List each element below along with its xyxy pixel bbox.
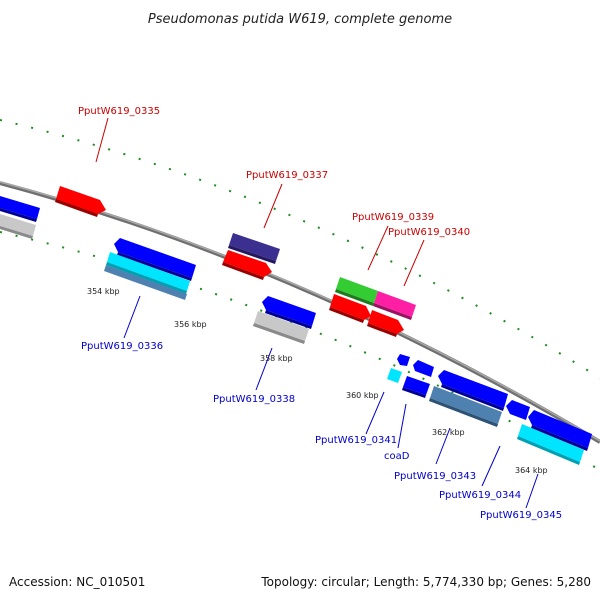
gene-label-PputW619_0337[interactable]: PputW619_0337: [246, 170, 328, 181]
gene-label-PputW619_0336[interactable]: PputW619_0336: [81, 341, 163, 352]
tick-label-364: 364 kbp: [515, 466, 548, 475]
gene-PputW619_0335-feature[interactable]: [55, 186, 106, 217]
tick-label-354: 354 kbp: [87, 287, 120, 296]
gene-PputW619_0340-feature[interactable]: [373, 291, 416, 320]
gene-PputW619_0336-steel-feature[interactable]: [104, 265, 187, 300]
gene-label-PputW619_0340[interactable]: PputW619_0340: [388, 227, 470, 238]
gene-PputW619_0345-cyan-feature[interactable]: [517, 424, 584, 465]
gene-left-blue-feature[interactable]: [0, 196, 40, 222]
gene-label-PputW619_0339[interactable]: PputW619_0339: [352, 212, 434, 223]
gene-PputW619_0343-steel-feature[interactable]: [429, 386, 502, 427]
gene-PputW619_0337b-feature[interactable]: [222, 250, 272, 280]
gene-label-PputW619_0343[interactable]: PputW619_0343: [394, 471, 476, 482]
leader-lines: [95, 117, 539, 509]
gene-label-PputW619_0344[interactable]: PputW619_0344: [439, 490, 521, 501]
gene-PputW619_0336-cyan-feature[interactable]: [106, 252, 190, 294]
gene-label-PputW619_0341[interactable]: PputW619_0341: [315, 435, 397, 446]
gene-label-PputW619_0335[interactable]: PputW619_0335: [78, 106, 160, 117]
gene-PputW619_0338-gray-feature[interactable]: [253, 311, 309, 344]
tick-label-358: 358 kbp: [260, 354, 293, 363]
gene-small-blue-b-feature[interactable]: [413, 360, 434, 377]
accession-text: Accession: NC_010501: [9, 575, 145, 589]
topology-text: Topology: circular; Length: 5,774,330 bp…: [260, 575, 591, 589]
gene-PputW619_0339b-feature[interactable]: [329, 294, 371, 323]
map-title: Pseudomonas putida W619, complete genome: [148, 12, 452, 27]
gene-PputW619_0341-feature[interactable]: [387, 368, 402, 383]
gene-PputW619_0345-blue-feature[interactable]: [528, 410, 592, 451]
tick-label-360: 360 kbp: [346, 391, 379, 400]
gene-label-PputW619_0345[interactable]: PputW619_0345: [480, 510, 562, 521]
gene-left-gray-feature[interactable]: [0, 214, 36, 239]
tick-label-362: 362 kbp: [432, 428, 465, 437]
gene-PputW619_0338-blue-feature[interactable]: [262, 296, 316, 329]
gene-small-blue-a-feature[interactable]: [397, 354, 410, 366]
tick-label-356: 356 kbp: [174, 320, 207, 329]
gene-PputW619_0336-blue-feature[interactable]: [114, 238, 196, 281]
gene-label-coaD[interactable]: coaD: [384, 451, 410, 462]
gene-PputW619_0340b-feature[interactable]: [367, 310, 404, 337]
gene-PputW619_0339-feature[interactable]: [335, 277, 378, 306]
gene-label-PputW619_0338[interactable]: PputW619_0338: [213, 394, 295, 405]
gene-coaD-feature[interactable]: [402, 376, 430, 398]
gene-PputW619_0343-blue-feature[interactable]: [438, 370, 508, 411]
gene-PputW619_0337-feature[interactable]: [228, 233, 280, 264]
gene-PputW619_0344-feature[interactable]: [506, 400, 530, 420]
